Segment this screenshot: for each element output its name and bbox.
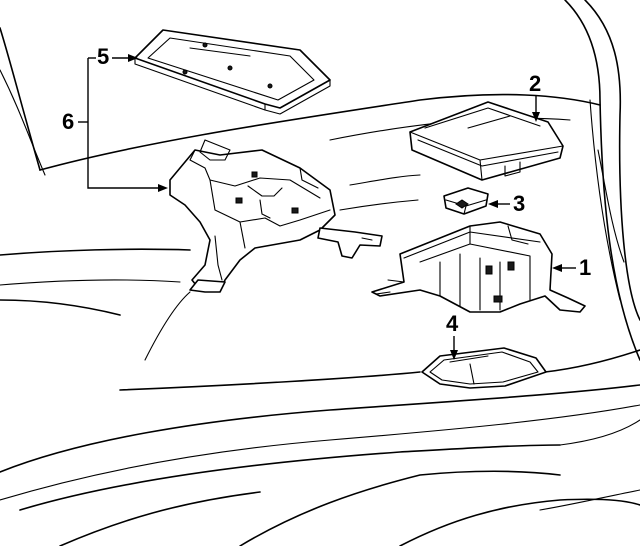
leader-lines [78,54,576,360]
callout-6: 6 [62,109,75,134]
callout-2: 2 [529,71,542,96]
lower-tray-part-4 [421,347,547,389]
callout-5: 5 [97,44,110,69]
relay-block-part-1 [371,221,586,313]
relay-part-3 [443,187,489,215]
fuse-box-cover-part-2 [409,101,564,181]
callout-1: 1 [579,255,592,280]
callout-4: 4 [446,311,459,336]
callout-3: 3 [513,191,526,216]
junction-bracket-part-6 [169,139,383,293]
cover-plate-part-5 [134,29,331,115]
